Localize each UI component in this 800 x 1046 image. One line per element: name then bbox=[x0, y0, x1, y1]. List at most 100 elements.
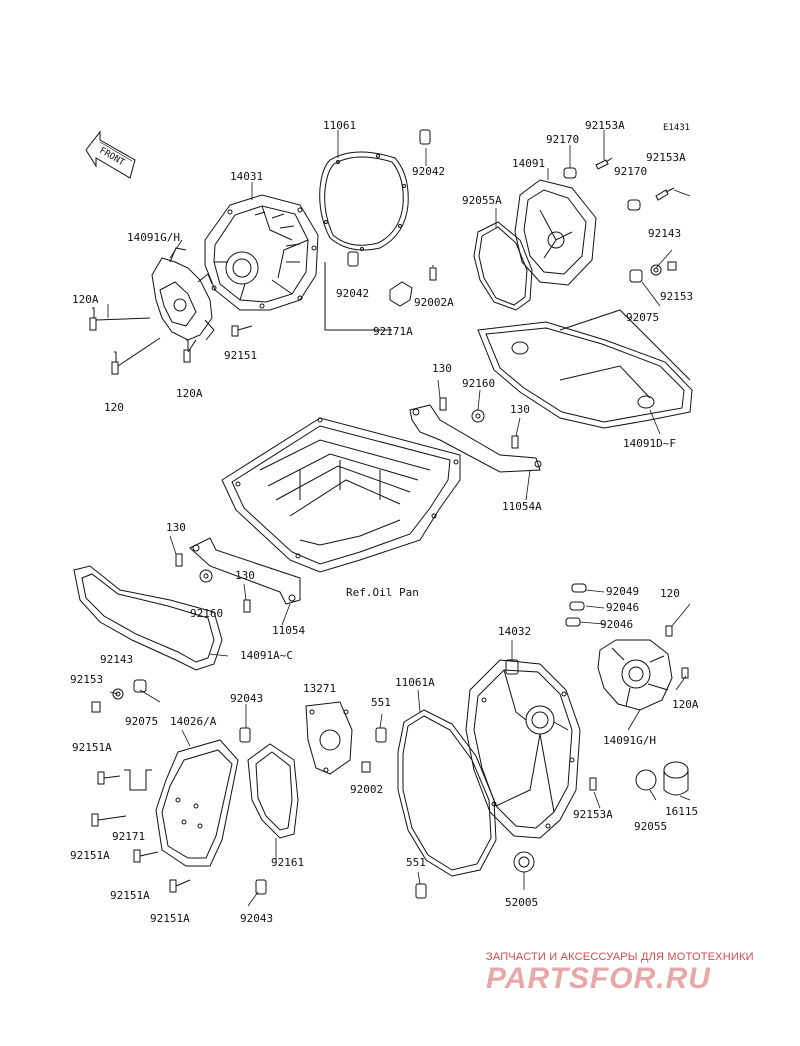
cover-14091ac bbox=[73, 565, 223, 671]
bolt-130-3 bbox=[175, 553, 183, 567]
collar-92143-a bbox=[650, 264, 662, 276]
watermark-logo: PARTSFOR.RU bbox=[486, 962, 711, 995]
damper-92075-a bbox=[629, 269, 643, 283]
leader-lines bbox=[107, 130, 691, 907]
label-120-1: 120 bbox=[104, 401, 124, 414]
bolt-92170-a bbox=[563, 167, 577, 179]
label-92151-top: 92151 bbox=[224, 349, 258, 362]
bolt-120-1 bbox=[111, 351, 119, 375]
label-14031: 14031 bbox=[230, 170, 264, 183]
cover-14031 bbox=[204, 194, 319, 311]
label-92151a-4: 92151A bbox=[150, 912, 190, 925]
label-120-2: 120 bbox=[660, 587, 680, 600]
label-92160-a: 92160 bbox=[462, 377, 496, 390]
label-11054: 11054 bbox=[272, 624, 306, 637]
label-11054a: 11054A bbox=[502, 500, 542, 513]
label-92046-a: 92046 bbox=[606, 601, 640, 614]
bolt-92151-top bbox=[231, 325, 253, 337]
label-13271: 13271 bbox=[303, 682, 337, 695]
label-92143-b: 92143 bbox=[100, 653, 134, 666]
cap-16115 bbox=[663, 761, 689, 796]
dowel-92043-a bbox=[239, 727, 251, 743]
label-130-4: 130 bbox=[235, 569, 255, 582]
label-14032: 14032 bbox=[498, 625, 532, 638]
bolt-92153a-1 bbox=[595, 157, 613, 170]
dowel-92043-b bbox=[255, 879, 267, 895]
label-14091ac: 14091A~C bbox=[240, 649, 293, 662]
bolt-130-2 bbox=[511, 435, 519, 449]
washer-92049 bbox=[571, 583, 587, 593]
label-130-3: 130 bbox=[166, 521, 186, 534]
shield-92161 bbox=[247, 743, 299, 839]
dowel-92042-b bbox=[347, 251, 359, 267]
bolt-130-4 bbox=[243, 599, 251, 613]
label-120a-2: 120A bbox=[176, 387, 203, 400]
label-16115: 16115 bbox=[665, 805, 699, 818]
bolt-92151a-4 bbox=[169, 879, 191, 893]
dowel-551-b bbox=[415, 883, 427, 899]
watermark-tagline: ЗАПЧАСТИ И АКСЕССУАРЫ ДЛЯ МОТОТЕХНИКИ bbox=[486, 951, 754, 963]
label-92046-b: 92046 bbox=[600, 618, 634, 631]
label-92151a-3: 92151A bbox=[110, 889, 150, 902]
cover-14091gh-right bbox=[597, 639, 673, 711]
collar-92143-b bbox=[112, 688, 124, 700]
bolt-92153-b bbox=[91, 701, 101, 713]
label-120a-3: 120A bbox=[672, 698, 699, 711]
bracket-11054a bbox=[409, 404, 542, 473]
label-ref-oil-pan: Ref.Oil Pan bbox=[346, 586, 419, 599]
clamp-92171 bbox=[124, 769, 152, 791]
label-52005: 52005 bbox=[505, 896, 539, 909]
collar-92160-a bbox=[471, 409, 485, 423]
label-14091gh-left: 14091G/H bbox=[127, 231, 180, 244]
gasket-11061 bbox=[319, 151, 409, 251]
dowel-551-a bbox=[375, 727, 387, 743]
bolt-92002 bbox=[361, 761, 371, 773]
guard-14026a bbox=[155, 739, 239, 867]
plate-13271 bbox=[305, 701, 353, 775]
bolt-92153-a bbox=[667, 261, 677, 271]
label-14091gh-right: 14091G/H bbox=[603, 734, 656, 747]
label-92153a-1: 92153A bbox=[585, 119, 625, 132]
bolt-120a-1 bbox=[89, 307, 97, 331]
washer-92046-b bbox=[565, 617, 581, 627]
cover-14091gh-left bbox=[151, 247, 215, 341]
ring-92055 bbox=[635, 769, 657, 791]
gasket-11061a bbox=[397, 709, 497, 877]
label-92042-a: 92042 bbox=[412, 165, 446, 178]
leader-lines-a bbox=[324, 262, 392, 331]
label-92170-b: 92170 bbox=[614, 165, 648, 178]
label-92075-b: 92075 bbox=[125, 715, 159, 728]
bolt-92170-b bbox=[627, 199, 641, 211]
label-11061: 11061 bbox=[323, 119, 357, 132]
cover-14091 bbox=[514, 179, 597, 286]
bolt-92153a-2 bbox=[655, 187, 675, 201]
label-92153a-2: 92153A bbox=[646, 151, 686, 164]
label-92002: 92002 bbox=[350, 783, 384, 796]
label-11061a: 11061A bbox=[395, 676, 435, 689]
label-92160-b: 92160 bbox=[190, 607, 224, 620]
damper-92075-b bbox=[133, 679, 147, 693]
collar-92160-b bbox=[199, 569, 213, 583]
label-92002a: 92002A bbox=[414, 296, 454, 309]
label-92055a: 92055A bbox=[462, 194, 502, 207]
label-92043-a: 92043 bbox=[230, 692, 264, 705]
label-14091df: 14091D~F bbox=[623, 437, 676, 450]
cover-14032 bbox=[465, 659, 581, 839]
label-92171: 92171 bbox=[112, 830, 146, 843]
label-130-2: 130 bbox=[510, 403, 530, 416]
bolt-92153a-3 bbox=[589, 777, 597, 791]
label-14091: 14091 bbox=[512, 157, 546, 170]
bolt-120a-3 bbox=[681, 667, 689, 679]
bolt-92151a-3 bbox=[133, 849, 159, 863]
label-551-b: 551 bbox=[406, 856, 426, 869]
dowel-92042-a bbox=[419, 129, 431, 145]
oil-pan-ref bbox=[221, 417, 461, 573]
clamp-92171a bbox=[389, 281, 413, 307]
bracket-11054 bbox=[189, 537, 301, 605]
front-arrow-icon bbox=[85, 130, 136, 179]
diagram-code: E1431 bbox=[663, 123, 691, 133]
cover-14091df bbox=[477, 309, 693, 429]
label-92151a-1: 92151A bbox=[72, 741, 112, 754]
